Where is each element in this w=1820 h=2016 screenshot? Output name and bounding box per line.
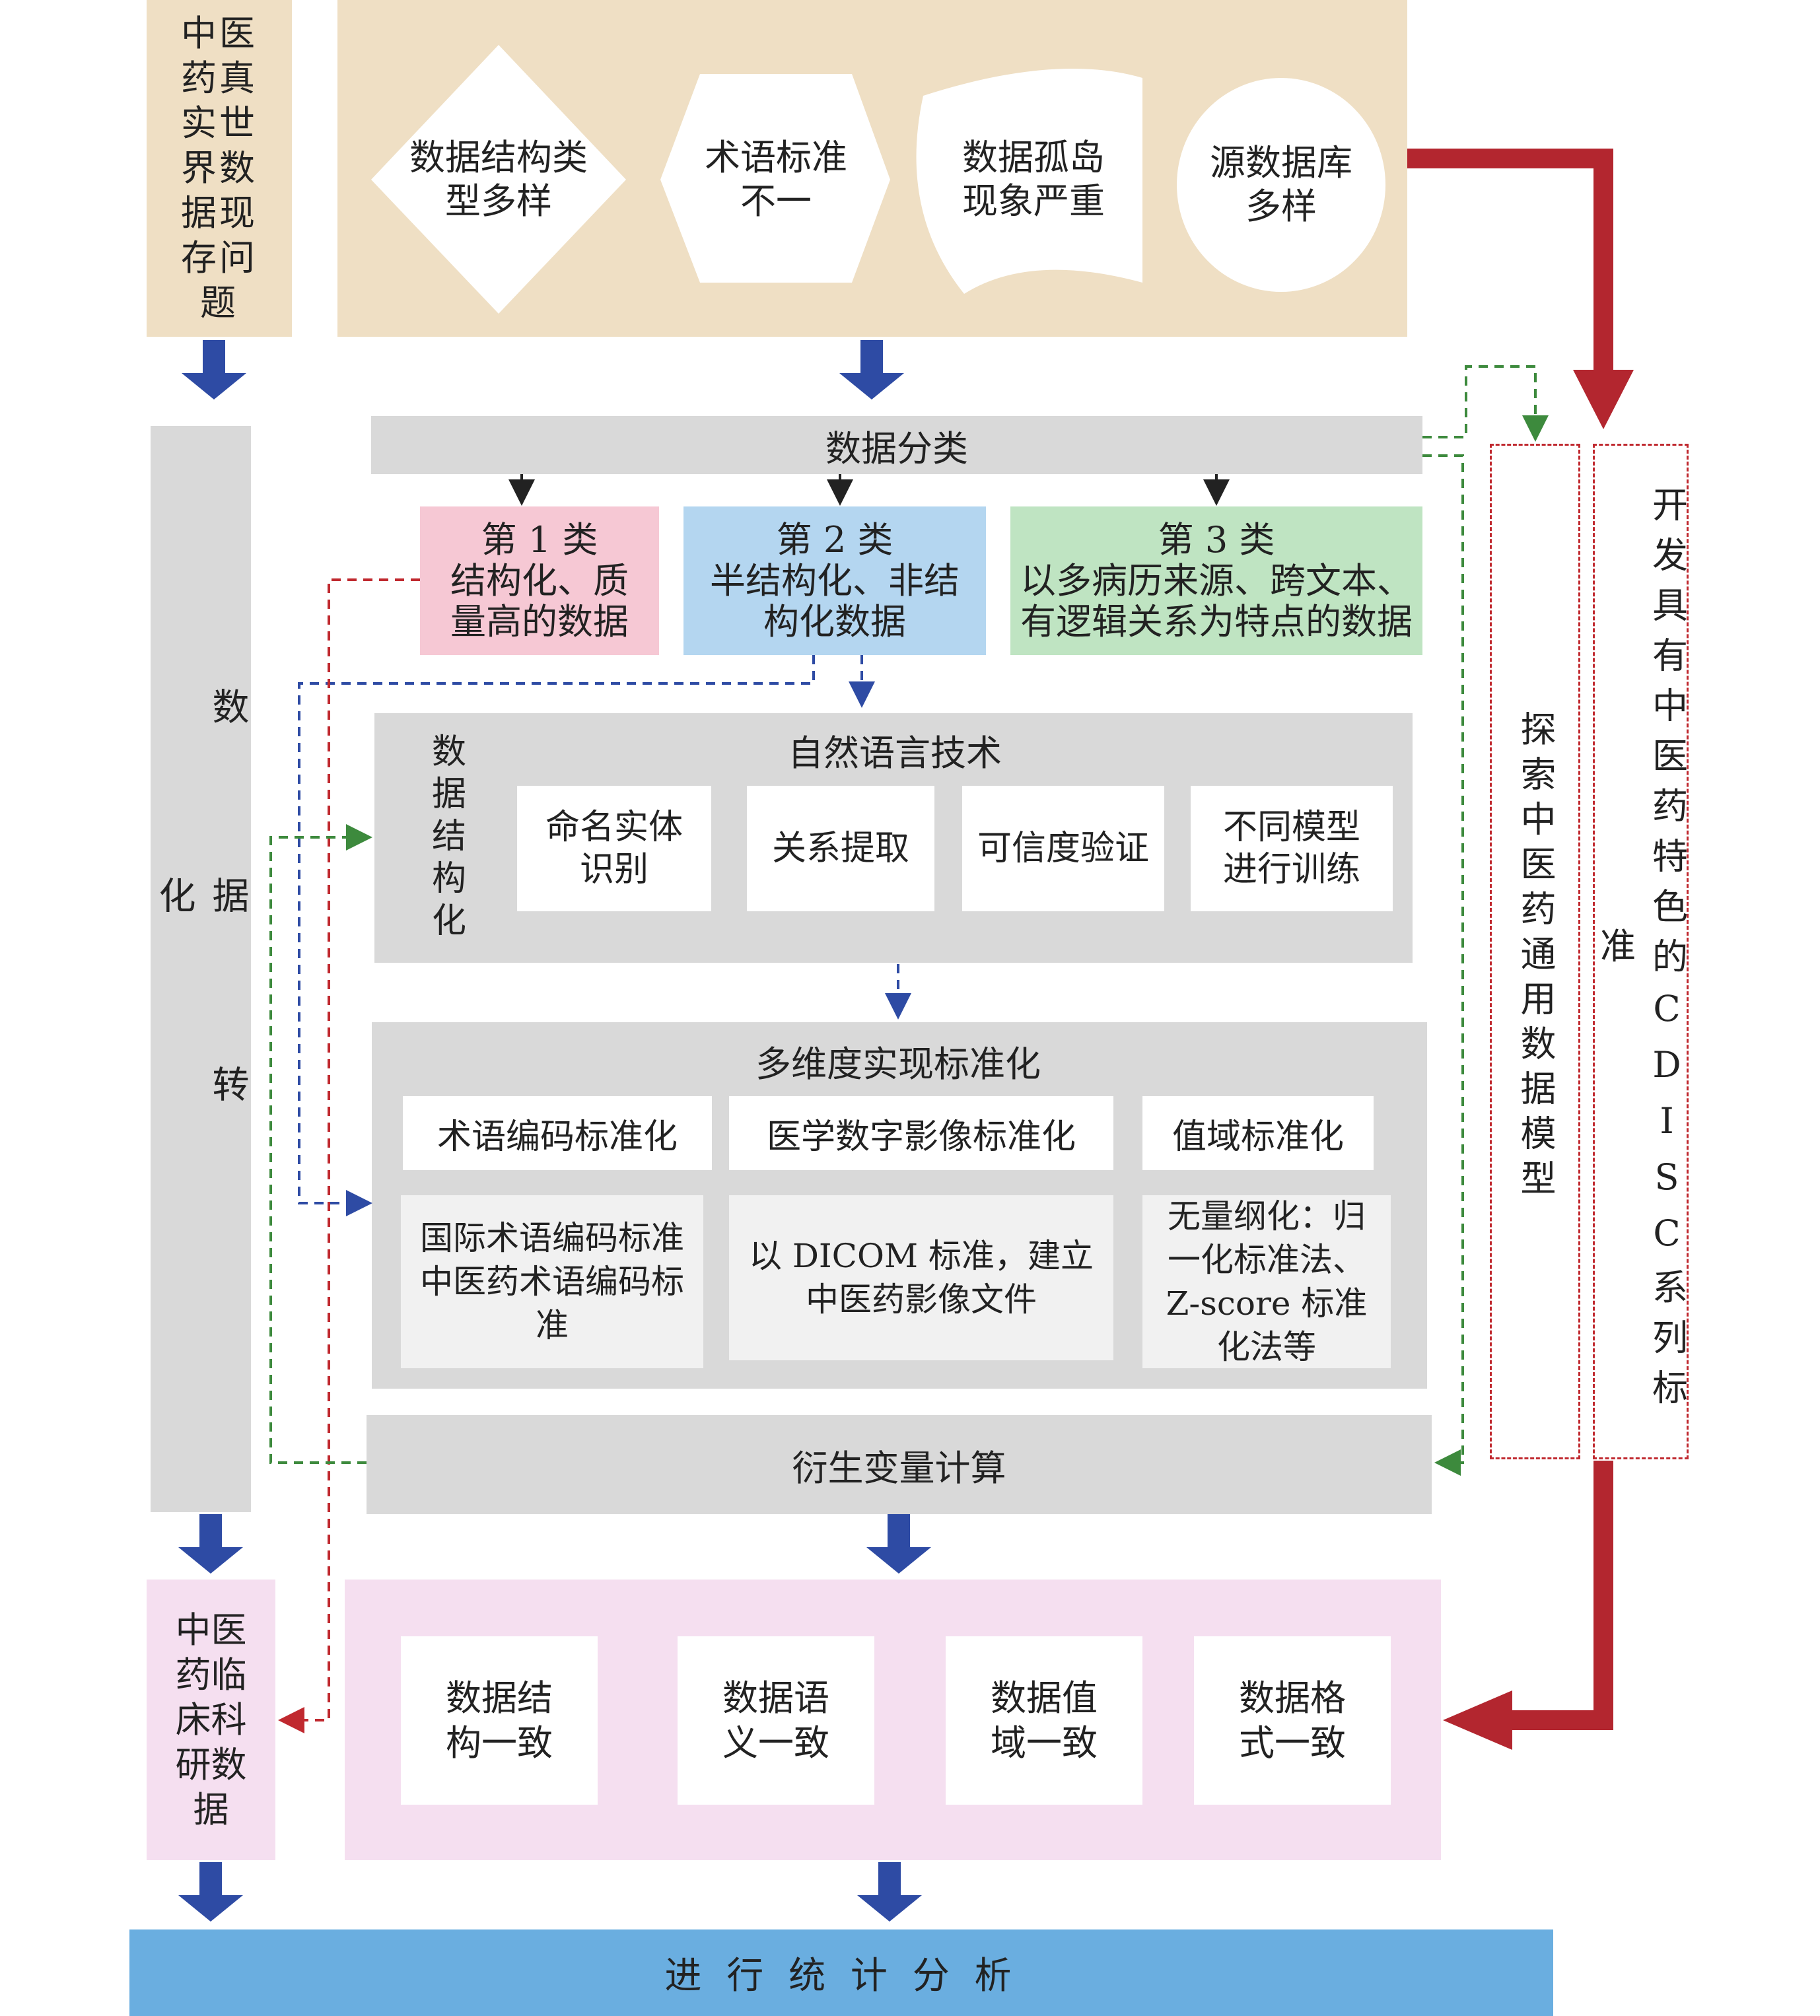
- std-header-3-text: 值域标准化: [1172, 1117, 1344, 1157]
- consistency-item-1: 数据结构一致: [401, 1636, 598, 1805]
- consistency-item-2-text: 数据语义一致: [722, 1677, 829, 1764]
- red-arrow-bottom: [1499, 1461, 1613, 1730]
- arrow-down-4: [866, 1514, 931, 1574]
- consistency-item-3: 数据值域一致: [946, 1636, 1142, 1805]
- problem-label: 中医药真实世界数据现存问题: [181, 13, 258, 324]
- nlp-item-3-text: 可信度验证: [977, 829, 1149, 868]
- consistency-item-1-text: 数据结构一致: [446, 1677, 553, 1764]
- std-detail-1-text: 国际术语编码标准 中医药术语编码标准: [420, 1219, 684, 1344]
- develop-column: [1593, 444, 1689, 1459]
- consistency-item-2: 数据语义一致: [678, 1636, 874, 1805]
- problem-label-1: 数据结构类型多样: [409, 137, 588, 222]
- standardization-title: 多维度实现标准化: [660, 1031, 1136, 1090]
- std-detail-1: 国际术语编码标准 中医药术语编码标准: [401, 1195, 703, 1368]
- problem-label-2: 术语标准不一: [705, 137, 847, 222]
- std-detail-3-text: 无量纲化：归一化标准法、Z-score 标准化法等: [1166, 1197, 1368, 1366]
- bottom-label: 进 行 统 计 分 析: [664, 1955, 1018, 1998]
- clinical-label-box: 中医药临床科研数据: [147, 1580, 275, 1860]
- std-header-1-text: 术语编码标准化: [437, 1117, 678, 1157]
- problem-label-box: 中医药真实世界数据现存问题: [147, 0, 292, 337]
- problem-item-2: 术语标准不一: [687, 127, 865, 232]
- derived-title: 衍生变量计算: [792, 1447, 1006, 1489]
- classification-title: 数据分类: [825, 427, 968, 469]
- nlp-item-1-text: 命名实体识别: [545, 808, 683, 889]
- red-arrow-top-head: [1573, 370, 1634, 429]
- red-arrow-bottom-head: [1443, 1690, 1512, 1750]
- clinical-label: 中医药临床科研数据: [175, 1609, 247, 1830]
- structuring-title-text: 自然语言技术: [788, 732, 1002, 774]
- category-2: 第 2 类 半结构化、非结构化数据: [683, 506, 986, 655]
- develop-label: 开发具有中医药特色的CDISC系列标准: [1593, 485, 1688, 1419]
- consistency-item-4-text: 数据格式一致: [1239, 1677, 1346, 1764]
- nlp-item-3: 可信度验证: [962, 786, 1164, 911]
- red-arrow-top: [1407, 149, 1613, 396]
- std-detail-3: 无量纲化：归一化标准法、Z-score 标准化法等: [1142, 1195, 1391, 1368]
- category-3-desc: 以多病历来源、跨文本、有逻辑关系为特点的数据: [1020, 559, 1413, 643]
- arrow-down-1: [182, 340, 246, 400]
- category-2-title: 第 2 类: [776, 518, 893, 561]
- std-detail-2: 以 DICOM 标准，建立中医药影像文件: [729, 1195, 1113, 1360]
- std-header-3: 值域标准化: [1142, 1096, 1374, 1170]
- std-detail-2-text: 以 DICOM 标准，建立中医药影像文件: [748, 1237, 1094, 1319]
- derived-bar: 衍生变量计算: [367, 1415, 1432, 1514]
- structuring-side-label-area: 数据结构化: [409, 720, 482, 957]
- arrow-down-2: [839, 340, 904, 400]
- explore-column: [1490, 444, 1580, 1459]
- category-1-desc: 结构化、质量高的数据: [450, 559, 629, 643]
- consistency-item-3-text: 数据值域一致: [991, 1677, 1098, 1764]
- nlp-item-2-text: 关系提取: [771, 829, 909, 868]
- explore-label: 探索中医药通用数据模型: [1514, 711, 1556, 1204]
- category-3: 第 3 类 以多病历来源、跨文本、有逻辑关系为特点的数据: [1010, 506, 1422, 655]
- problem-item-3: 数据孤岛现象严重: [938, 127, 1129, 232]
- arrow-down-3: [178, 1514, 243, 1574]
- problem-item-4: 源数据库多样: [1195, 132, 1367, 238]
- std-header-2-text: 医学数字影像标准化: [766, 1117, 1076, 1157]
- consistency-item-4: 数据格式一致: [1194, 1636, 1391, 1805]
- classification-bar: 数据分类: [371, 416, 1422, 474]
- arrow-down-6: [857, 1862, 922, 1922]
- problem-item-1: 数据结构类型多样: [396, 127, 601, 232]
- transform-label-area: 数据转化: [151, 634, 251, 1307]
- structuring-title: 自然语言技术: [660, 726, 1129, 774]
- problem-label-3: 数据孤岛现象严重: [962, 137, 1105, 222]
- nlp-item-4-text: 不同模型进行训练: [1222, 808, 1360, 889]
- bottom-bar: 进 行 统 计 分 析: [129, 1929, 1553, 2016]
- nlp-item-1: 命名实体识别: [517, 786, 711, 911]
- arrow-down-5: [178, 1862, 243, 1922]
- explore-label-area: 探索中医药通用数据模型: [1490, 667, 1580, 1248]
- category-2-desc: 半结构化、非结构化数据: [710, 559, 960, 643]
- std-header-2: 医学数字影像标准化: [729, 1096, 1113, 1170]
- black-arrows: [508, 474, 1230, 506]
- develop-label-area: 开发具有中医药特色的CDISC系列标准: [1593, 470, 1689, 1434]
- nlp-item-4: 不同模型进行训练: [1191, 786, 1393, 911]
- std-header-1: 术语编码标准化: [403, 1096, 712, 1170]
- category-1-title: 第 1 类: [481, 518, 598, 561]
- category-1: 第 1 类 结构化、质量高的数据: [420, 506, 659, 655]
- structuring-side-label: 数据结构化: [425, 733, 466, 944]
- problem-label-4: 源数据库多样: [1210, 142, 1352, 227]
- nlp-item-2: 关系提取: [747, 786, 934, 911]
- transform-label: 数据转化: [153, 687, 249, 1254]
- category-3-title: 第 3 类: [1158, 518, 1275, 561]
- transform-column: [151, 426, 251, 1512]
- standardization-title-text: 多维度实现标准化: [755, 1043, 1041, 1085]
